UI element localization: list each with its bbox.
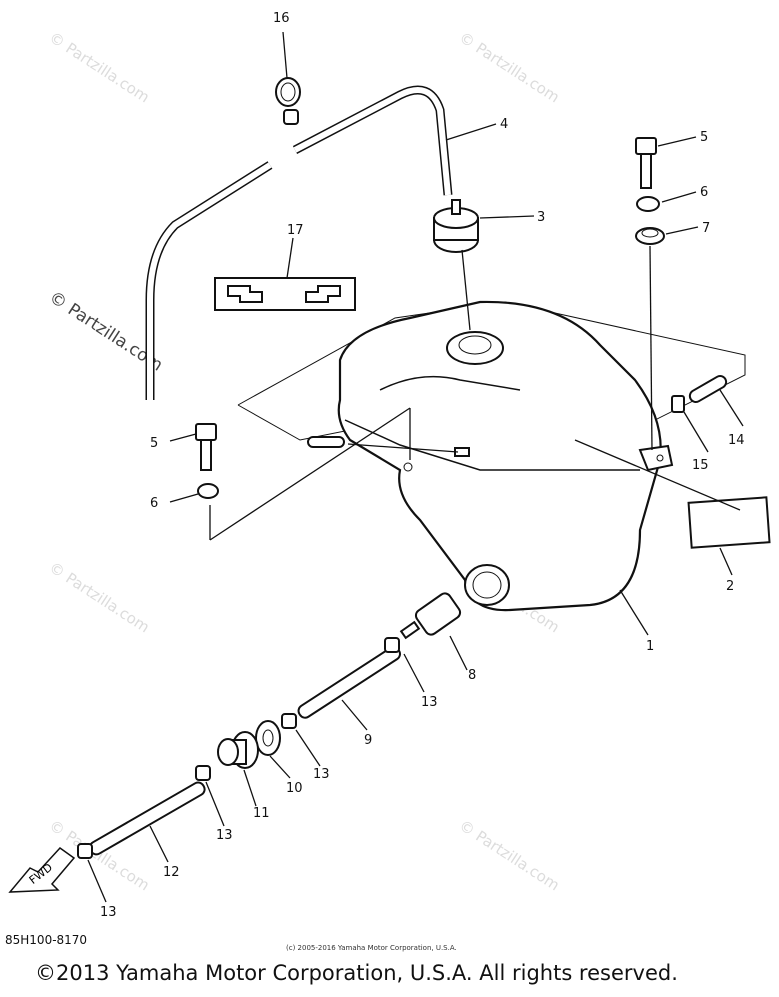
vent-stub bbox=[307, 436, 345, 448]
watermark: © Partzilla.com bbox=[456, 28, 563, 106]
fuel-filter bbox=[399, 592, 462, 640]
callout-number: 2 bbox=[726, 579, 734, 594]
warning-label bbox=[687, 496, 771, 549]
callout-number: 11 bbox=[253, 806, 270, 821]
fuel-tank bbox=[237, 300, 746, 612]
grommet bbox=[635, 227, 665, 245]
hose-clamp bbox=[384, 637, 400, 653]
forward-arrow-icon: FWD bbox=[8, 847, 76, 893]
callout-number: 13 bbox=[216, 828, 233, 843]
callout-number: 6 bbox=[150, 496, 158, 511]
callout-number: 15 bbox=[692, 458, 709, 473]
callout-number: 4 bbox=[500, 117, 508, 132]
leader-lines bbox=[87, 31, 744, 903]
callout-number: 16 bbox=[273, 11, 290, 26]
washer-left bbox=[197, 483, 219, 499]
hose-clip bbox=[275, 77, 301, 125]
hose-clamp bbox=[77, 843, 93, 859]
hose-clamp bbox=[281, 713, 297, 729]
small-copyright: (c) 2005-2016 Yamaha Motor Corporation, … bbox=[286, 944, 457, 952]
diagram-code: 85H100-8170 bbox=[5, 933, 87, 947]
callout-number: 6 bbox=[700, 185, 708, 200]
callout-number: 7 bbox=[702, 221, 710, 236]
callout-number: 8 bbox=[468, 668, 476, 683]
callout-number: 5 bbox=[150, 436, 158, 451]
callout-number: 17 bbox=[287, 223, 304, 238]
callout-number: 1 bbox=[646, 639, 654, 654]
washer-right bbox=[636, 196, 660, 212]
callout-number: 14 bbox=[728, 433, 745, 448]
spacer-washer bbox=[255, 720, 281, 756]
bolt-left bbox=[195, 423, 217, 471]
callout-number: 13 bbox=[421, 695, 438, 710]
watermark: © Partzilla.com bbox=[46, 28, 153, 106]
fuel-cock bbox=[217, 731, 259, 769]
fuel-cap bbox=[433, 199, 479, 253]
callout-number: 3 bbox=[537, 210, 545, 225]
watermark: © Partzilla.com bbox=[456, 816, 563, 894]
hose-clamp bbox=[195, 765, 211, 781]
fuel-hose-lower bbox=[88, 781, 206, 856]
vent-hose bbox=[688, 375, 728, 403]
callout-number: 10 bbox=[286, 781, 303, 796]
callout-number: 13 bbox=[313, 767, 330, 782]
callout-number: 9 bbox=[364, 733, 372, 748]
graphic-decal bbox=[214, 277, 356, 311]
callout-number: 5 bbox=[700, 130, 708, 145]
callout-number: 13 bbox=[100, 905, 117, 920]
breather-hose bbox=[145, 85, 453, 400]
bolt-right bbox=[635, 137, 657, 189]
callout-number: 12 bbox=[163, 865, 180, 880]
footer-copyright: ©2013 Yamaha Motor Corporation, U.S.A. A… bbox=[35, 961, 678, 985]
watermark: © Partzilla.com bbox=[46, 558, 153, 636]
vent-clip bbox=[671, 395, 685, 413]
